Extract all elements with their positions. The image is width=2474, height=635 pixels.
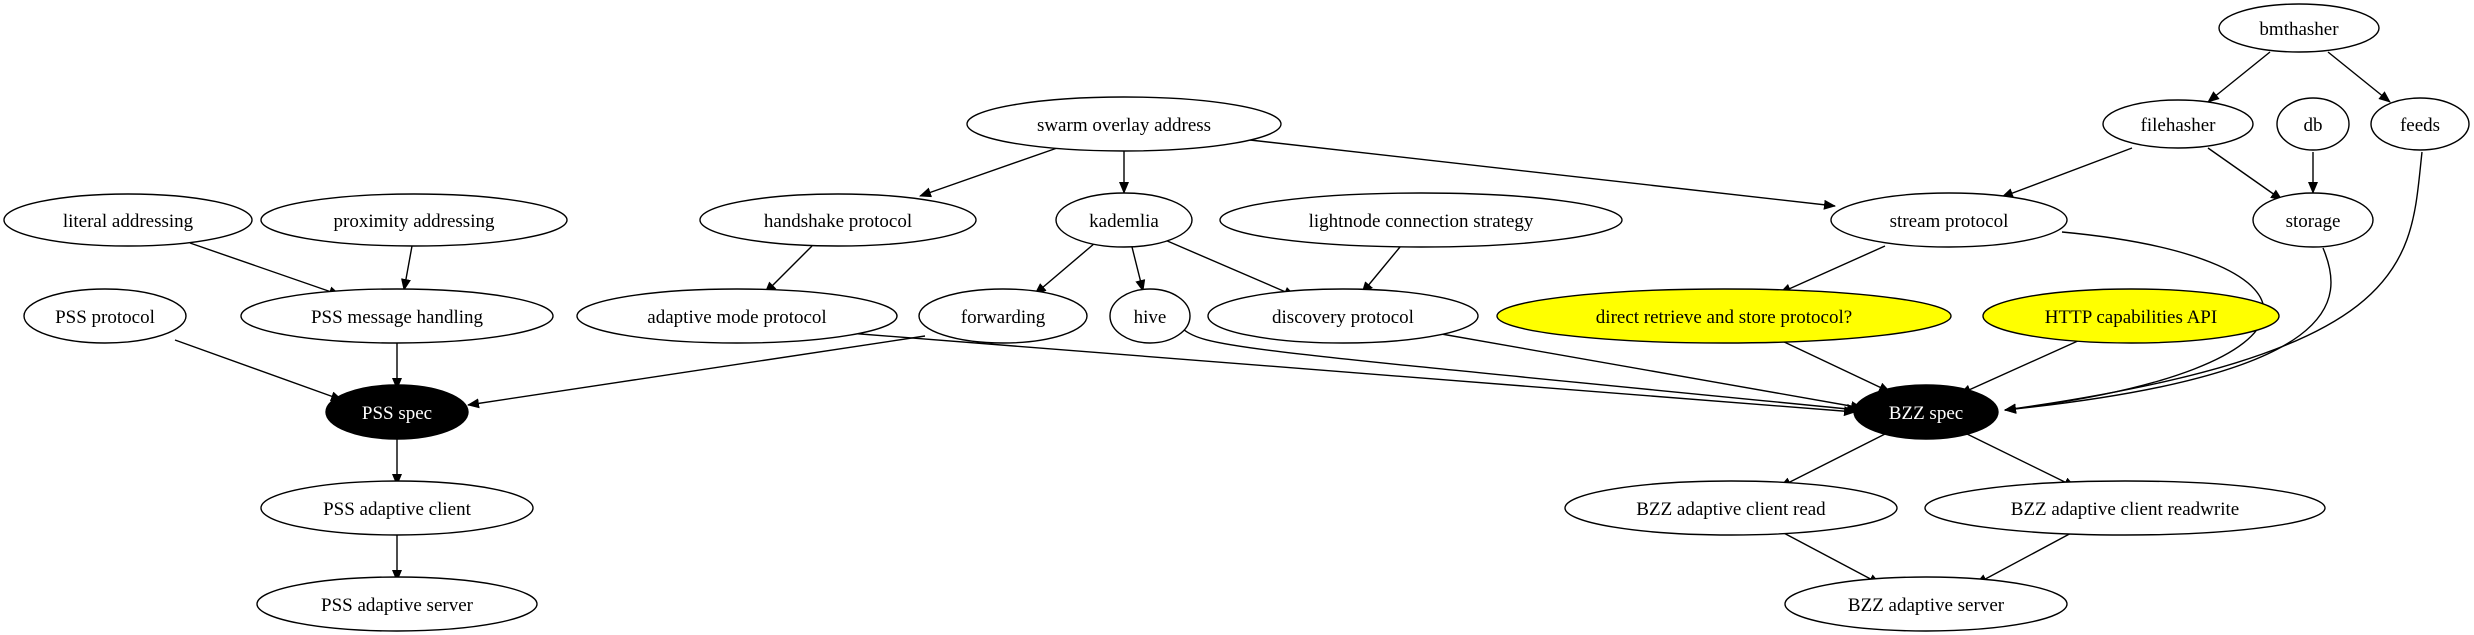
node-label-swarm-overlay-address: swarm overlay address [1037, 115, 1211, 136]
node-label-lightnode-connection-strategy: lightnode connection strategy [1309, 211, 1534, 232]
node-http-capabilities: HTTP capabilities API [1982, 288, 2280, 344]
edge-swarm-stream-protocol [1249, 139, 1836, 210]
edge-adaptive-mode-bzz-spec [847, 332, 1856, 417]
edge-direct-retrieve-bzz-spec [1779, 339, 1891, 393]
node-pss-adaptive-client: PSS adaptive client [260, 480, 534, 536]
node-label-direct-retrieve: direct retrieve and store protocol? [1596, 307, 1852, 328]
edge-filehasher-stream-protocol [2001, 147, 2133, 198]
node-label-literal-addressing: literal addressing [63, 211, 194, 232]
node-filehasher: filehasher [2102, 99, 2254, 149]
node-bmthasher: bmthasher [2218, 3, 2380, 53]
node-label-feeds: feeds [2400, 115, 2440, 136]
node-bzz-spec: BZZ spec [1853, 384, 1999, 440]
edge-filehasher-storage [2207, 147, 2283, 201]
node-label-forwarding: forwarding [961, 307, 1046, 328]
node-label-bzz-adaptive-client-read: BZZ adaptive client read [1636, 499, 1826, 520]
edge-client-read-bzz-server [1779, 530, 1881, 585]
node-feeds: feeds [2370, 97, 2470, 151]
node-label-pss-adaptive-client: PSS adaptive client [323, 499, 471, 520]
node-label-proximity-addressing: proximity addressing [334, 211, 495, 232]
edge-storage-bzz-spec [2004, 247, 2332, 414]
edge-swarm-handshake [919, 146, 1061, 198]
node-label-pss-adaptive-server: PSS adaptive server [321, 595, 474, 616]
node-bzz-adaptive-client-readwrite: BZZ adaptive client readwrite [1924, 480, 2326, 536]
edge-kademlia-forwarding [1034, 242, 1096, 295]
node-label-pss-protocol: PSS protocol [55, 307, 155, 328]
node-label-http-capabilities: HTTP capabilities API [2045, 307, 2217, 328]
node-pss-spec: PSS spec [325, 384, 469, 440]
edge-http-bzz-spec [1959, 339, 2081, 395]
edge-pss-protocol-pss-spec [174, 339, 343, 401]
edge-bmthasher-filehasher [2207, 51, 2271, 103]
node-label-pss-spec: PSS spec [362, 403, 432, 424]
node-pss-message-handling: PSS message handling [240, 288, 554, 344]
edge-hive-bzz-spec [1182, 328, 1859, 414]
node-label-stream-protocol: stream protocol [1890, 211, 2009, 232]
node-label-bzz-adaptive-client-readwrite: BZZ adaptive client readwrite [2011, 499, 2239, 520]
edge-kademlia-discovery [1164, 239, 1296, 297]
edge-client-readwrite-bzz-server [1975, 530, 2076, 585]
node-forwarding: forwarding [918, 288, 1088, 344]
edge-discovery-bzz-spec [1429, 331, 1863, 412]
edge-bzz-spec-client-read [1779, 432, 1888, 488]
edge-stream-protocol-direct-retrieve [1779, 245, 1886, 294]
edge-bmthasher-feeds [2327, 51, 2391, 103]
node-label-kademlia: kademlia [1089, 211, 1159, 232]
node-lightnode-connection-strategy: lightnode connection strategy [1219, 192, 1623, 248]
node-storage: storage [2252, 192, 2374, 248]
node-discovery-protocol: discovery protocol [1207, 288, 1479, 344]
edge-proximity-pss-message [401, 245, 413, 291]
nodes: bmthasher filehasher db feeds swarm over… [3, 3, 2470, 632]
edge-forwarding-pss-spec [467, 335, 926, 409]
edge-feeds-bzz-spec [2004, 151, 2423, 414]
edge-literal-pss-message [189, 242, 341, 297]
node-swarm-overlay-address: swarm overlay address [966, 96, 1282, 152]
node-label-storage: storage [2286, 211, 2341, 232]
edge-handshake-adaptive-mode [764, 245, 813, 294]
node-label-adaptive-mode-protocol: adaptive mode protocol [647, 307, 826, 328]
node-label-db: db [2304, 115, 2323, 136]
node-direct-retrieve: direct retrieve and store protocol? [1496, 288, 1952, 344]
edge-bzz-spec-client-readwrite [1964, 432, 2076, 488]
node-handshake-protocol: handshake protocol [699, 193, 977, 247]
node-db: db [2276, 97, 2350, 151]
edge-kademlia-hive [1131, 246, 1146, 292]
node-label-discovery-protocol: discovery protocol [1272, 307, 1414, 328]
node-label-bzz-adaptive-server: BZZ adaptive server [1848, 595, 2005, 616]
node-bzz-adaptive-client-read: BZZ adaptive client read [1564, 480, 1898, 536]
node-hive: hive [1109, 288, 1191, 344]
edge-lightnode-discovery [1361, 246, 1401, 294]
node-pss-protocol: PSS protocol [23, 288, 187, 344]
node-label-filehasher: filehasher [2141, 115, 2217, 136]
node-proximity-addressing: proximity addressing [260, 193, 568, 247]
edges [174, 51, 2423, 585]
node-label-bmthasher: bmthasher [2259, 19, 2339, 40]
node-literal-addressing: literal addressing [3, 193, 253, 247]
node-pss-adaptive-server: PSS adaptive server [256, 576, 538, 632]
node-label-bzz-spec: BZZ spec [1889, 403, 1963, 424]
node-stream-protocol: stream protocol [1830, 192, 2068, 248]
node-label-hive: hive [1134, 307, 1167, 328]
node-adaptive-mode-protocol: adaptive mode protocol [576, 288, 898, 344]
node-label-pss-message-handling: PSS message handling [311, 307, 484, 328]
node-bzz-adaptive-server: BZZ adaptive server [1784, 576, 2068, 632]
node-kademlia: kademlia [1055, 192, 1193, 248]
node-label-handshake-protocol: handshake protocol [764, 211, 912, 232]
